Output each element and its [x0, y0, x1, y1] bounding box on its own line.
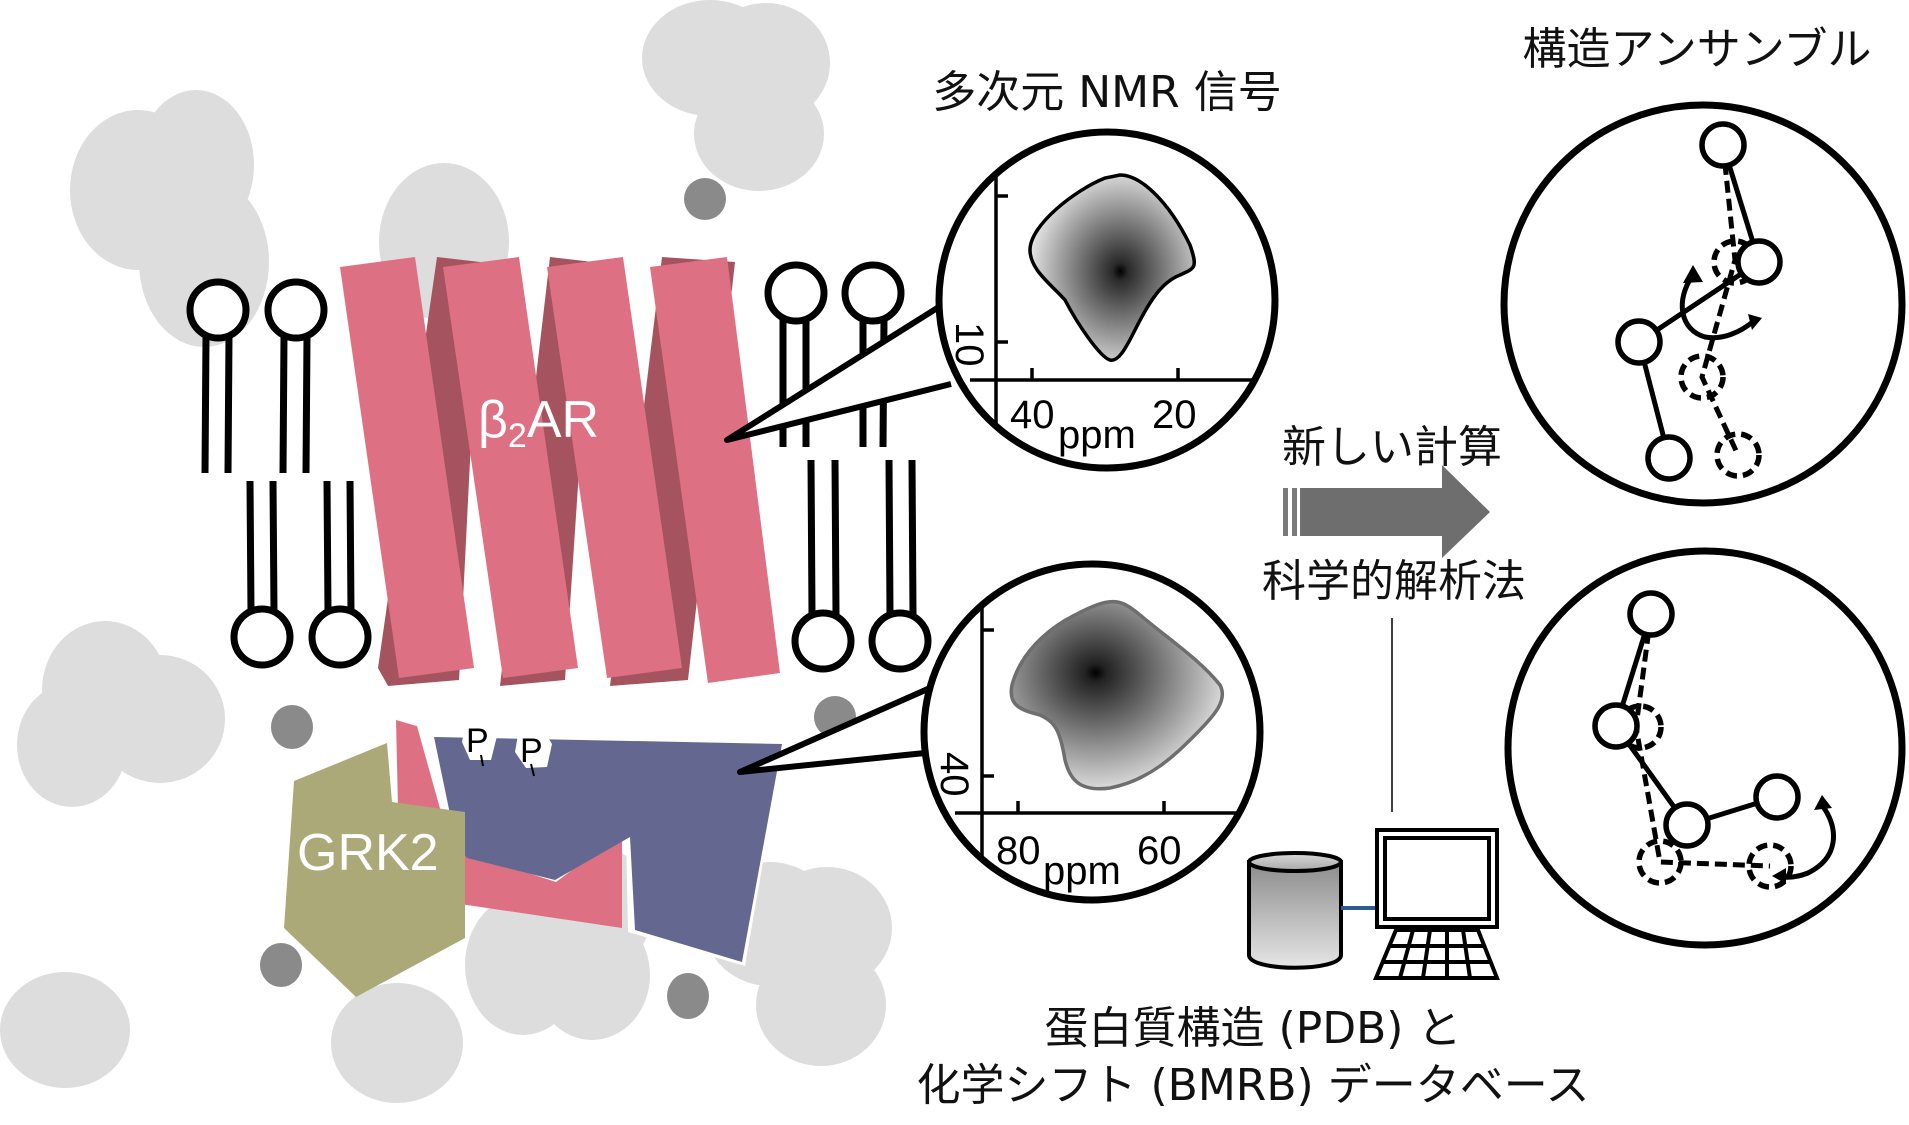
grk2: GRK2: [284, 743, 465, 997]
svg-text:P: P: [466, 722, 489, 760]
blob-cluster-top-left: [70, 90, 269, 347]
nmr-upper-y-tick: 10: [947, 322, 991, 367]
rotation-arrow-icon: [1679, 273, 1757, 341]
svg-text:P: P: [520, 732, 543, 770]
blob-bottom-left: [0, 972, 130, 1088]
process-arrow: [1283, 465, 1490, 558]
phosphate-2: P: [515, 724, 552, 777]
arrestin: P P Arrestin: [417, 687, 784, 966]
lipid-upper-right: [764, 261, 905, 448]
receptor-label: β2AR: [478, 391, 599, 455]
nmr-peak-upper: [1028, 173, 1197, 362]
arrestin-shape: [434, 737, 782, 962]
arrestin-label: Arrestin: [560, 687, 732, 743]
callout-upper: [724, 302, 952, 443]
database-label-line2: 化学シフト (BMRB) データベース: [916, 1060, 1589, 1111]
nmr-upper-x-unit: ppm: [1058, 413, 1136, 457]
lipid-bilayer: [186, 261, 932, 673]
nmr-lower-y-tick: 40: [932, 752, 976, 797]
rotation-arrow-icon: [1777, 803, 1836, 880]
nmr-upper-x-tick-1: 40: [1010, 393, 1055, 437]
method-label-line2: 科学的解析法: [1262, 556, 1526, 607]
right-arrow-icon: [1300, 465, 1490, 558]
computer-icon: [1373, 828, 1500, 980]
nmr-panel-upper: 40 20 ppm 10: [935, 128, 1279, 472]
grk2-label: GRK2: [297, 824, 439, 882]
blob-cluster-top-right: [642, 0, 830, 191]
phosphate-1: P: [462, 718, 497, 767]
small-molecules: [260, 178, 856, 1019]
nmr-lower-x-tick-1: 80: [996, 829, 1041, 873]
cytoplasm-blobs: [0, 0, 892, 1103]
ensemble-panel-lower: [1504, 547, 1906, 949]
helix-1: [340, 257, 474, 678]
blob-cluster-mid-left: [17, 621, 225, 807]
lipid-lower-left: [230, 480, 372, 669]
lipid-lower-right: [791, 459, 932, 673]
nmr-upper-x-tick-2: 20: [1152, 393, 1197, 437]
blob-bottom-center-left: [331, 983, 463, 1103]
grk2-shape: [284, 743, 465, 997]
helix-2: [443, 257, 578, 678]
nmr-lower-x-unit: ppm: [1043, 849, 1121, 893]
helix-4: [650, 257, 780, 683]
nmr-panel-lower: 80 60 ppm 40: [920, 560, 1264, 904]
beta2-adrenergic-receptor: β2AR: [340, 257, 780, 928]
lipid-upper-left: [186, 278, 328, 474]
helix-3: [547, 257, 682, 678]
database-icon: [1247, 851, 1343, 970]
keyboard-icon: [1373, 928, 1500, 980]
database-label-line1: 蛋白質構造 (PDB) と: [1045, 1003, 1462, 1054]
nmr-lower-x-tick-2: 60: [1137, 829, 1182, 873]
structure-ensemble-heading: 構造アンサンブル: [1523, 24, 1872, 75]
nmr-signal-heading: 多次元 NMR 信号: [932, 67, 1281, 118]
callout-lower: [737, 685, 932, 775]
ensemble-panel-upper: [1500, 101, 1906, 507]
nmr-peak-lower: [1009, 599, 1225, 791]
method-label-line1: 新しい計算: [1282, 422, 1502, 473]
